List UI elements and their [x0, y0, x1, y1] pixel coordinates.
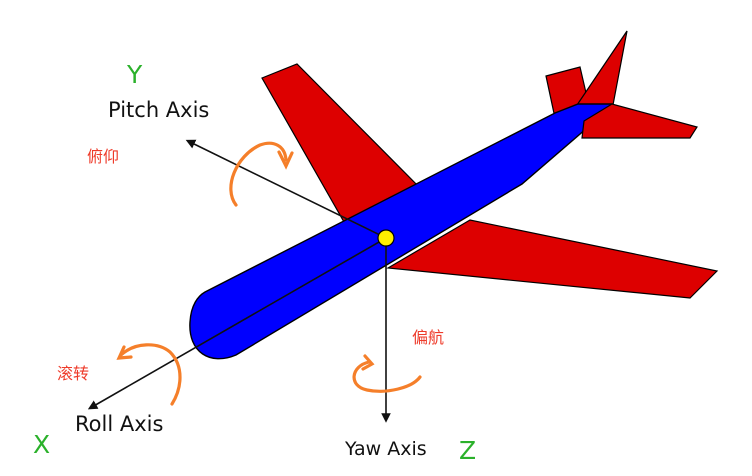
- roll-motion-label: 滚转: [57, 364, 90, 383]
- yaw-motion-label: 偏航: [412, 328, 445, 347]
- stabilizer-near: [581, 103, 698, 139]
- pitch-motion-label: 俯仰: [87, 147, 120, 166]
- yaw-rotation-arrow-icon: [352, 354, 422, 393]
- roll-axis-line: [87, 237, 387, 410]
- roll-axis-label: Roll Axis: [75, 412, 164, 436]
- roll-rotation-arrow-icon: [116, 343, 182, 406]
- yaw-axis-label: Yaw Axis: [345, 438, 427, 460]
- z-axis-letter: Z: [459, 436, 477, 465]
- tail-fin: [573, 30, 628, 109]
- fuselage: [189, 103, 614, 360]
- y-axis-letter: Y: [127, 60, 143, 89]
- pitch-axis-line: [185, 139, 387, 239]
- wing-near: [386, 219, 719, 299]
- pitch-axis-label: Pitch Axis: [108, 98, 210, 122]
- pitch-rotation-arrow-icon: [229, 141, 294, 207]
- center-of-gravity-point: [377, 229, 395, 247]
- x-axis-letter: X: [33, 430, 51, 459]
